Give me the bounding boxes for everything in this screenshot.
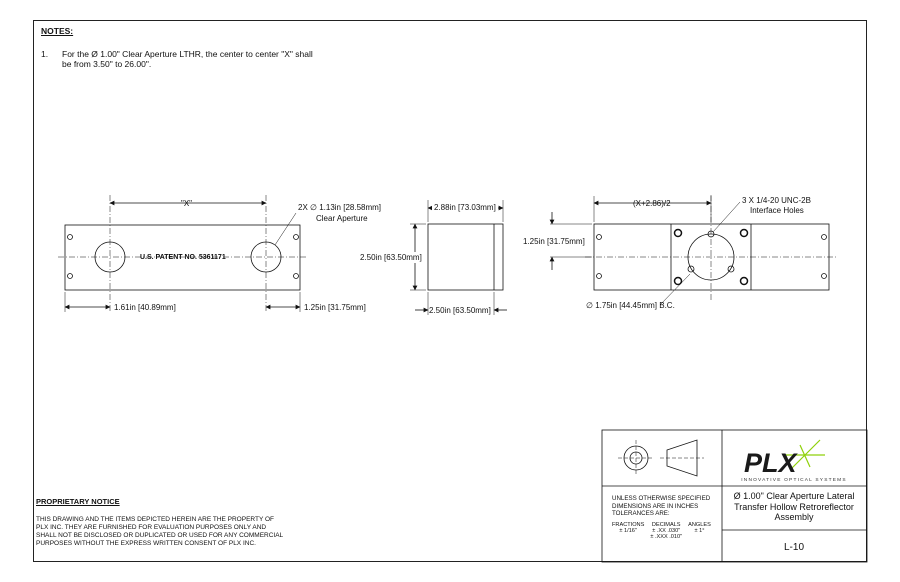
plx-logo: PLX [744,439,825,478]
thread-label: Interface Holes [750,206,804,215]
thread-hole [727,265,735,273]
left-offset-dimension: 1.61in [40.89mm] [114,303,176,312]
front-body-outline [64,224,301,291]
decimals-label: DECIMALS [651,522,681,528]
right-aperture [250,241,282,273]
mount-hole [821,234,827,240]
fractions-label: FRACTIONS [612,522,645,528]
projection-symbol-cone [666,439,698,477]
aperture-callout: 2X ∅ 1.13in [28.58mm] [298,203,381,212]
corner-screw [739,228,749,238]
decimals-xx: ± .XX .030" [652,528,681,534]
mount-hole [293,234,299,240]
drawing-number: L-10 [783,542,804,553]
bolt-circle-dimension: ∅ 1.75in [44.45mm] B.C. [586,301,675,310]
aperture-label: Clear Aperture [316,214,368,223]
corner-screw [673,228,683,238]
decimals-xxx: ± .XXX .010" [650,534,683,540]
right-offset-dimension: 1.25in [31.75mm] [304,303,366,312]
title-block-outline [601,429,868,563]
notes-title: NOTES: [41,26,74,36]
thread-callout: 3 X 1/4-20 UNC-2B [742,196,811,205]
fractions-value: ± 1/16" [619,528,637,534]
x-dimension-label: "X" [181,199,192,208]
title-block [601,429,868,563]
back-offset-dimension: (X+2.86)/2 [633,199,671,208]
drawing-frame [33,20,867,562]
mount-hole [67,234,73,240]
angles-label: ANGLES [688,522,711,528]
mount-hole [293,273,299,279]
side-view [410,200,507,315]
tolerance-table: FRACTIONS ± 1/16" DECIMALS ± .XX .030" ±… [612,522,711,540]
thread-hole [687,265,695,273]
proprietary-title: PROPRIETARY NOTICE [36,497,120,506]
drawing-title: Ø 1.00" Clear Aperture Lateral Transfer … [733,491,855,522]
back-view [549,195,838,306]
angles-value: ± 1° [694,528,705,534]
mount-hole [596,273,602,279]
corner-screw [739,276,749,286]
note-number: 1. [41,49,49,59]
mount-hole [821,273,827,279]
side-width-dimension: 2.50in [63.50mm] [429,306,491,315]
corner-screw [673,276,683,286]
proprietary-text: THIS DRAWING AND THE ITEMS DEPICTED HERE… [36,516,283,547]
note-text: For the Ø 1.00" Clear Aperture LTHR, the… [62,49,313,69]
side-body-outline [427,223,504,291]
logo-tagline: INNOVATIVE OPTICAL SYSTEMS [741,478,847,483]
front-view [58,195,306,312]
side-height-dimension: 2.50in [63.50mm] [360,253,422,262]
side-depth-dimension: 2.88in [73.03mm] [434,203,496,212]
logo-text: PLX [744,448,799,478]
thread-hole [707,230,715,238]
patent-label: U.S. PATENT NO. 5361171 [140,254,226,261]
tolerance-heading: UNLESS OTHERWISE SPECIFIED DIMENSIONS AR… [612,495,711,517]
mount-hole [596,234,602,240]
back-height-dimension: 1.25in [31.75mm] [523,237,585,246]
mount-hole [67,273,73,279]
